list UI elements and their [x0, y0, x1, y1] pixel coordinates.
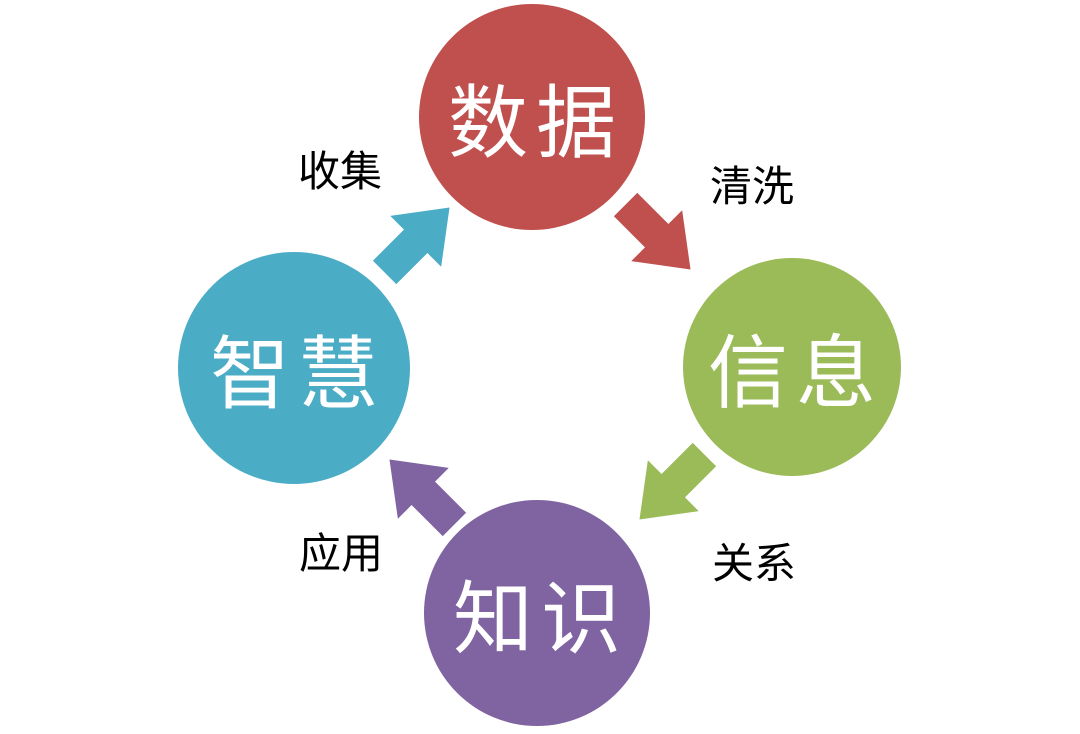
arrow-relation-icon — [614, 429, 730, 545]
arrow-apply-label: 应用 — [298, 530, 383, 577]
node-knowledge-label: 知识 — [453, 577, 629, 665]
node-information-label: 信息 — [708, 331, 884, 419]
node-information: 信息 — [683, 258, 901, 476]
node-wisdom: 智慧 — [178, 252, 410, 484]
node-knowledge: 知识 — [424, 500, 650, 726]
node-wisdom-label: 智慧 — [210, 332, 386, 420]
arrow-relation-label: 关系 — [711, 540, 796, 587]
arrow-collect-label: 收集 — [297, 148, 382, 195]
node-data: 数据 — [419, 4, 645, 230]
node-data-label: 数据 — [448, 81, 624, 169]
arrow-clean-label: 清洗 — [709, 163, 794, 210]
